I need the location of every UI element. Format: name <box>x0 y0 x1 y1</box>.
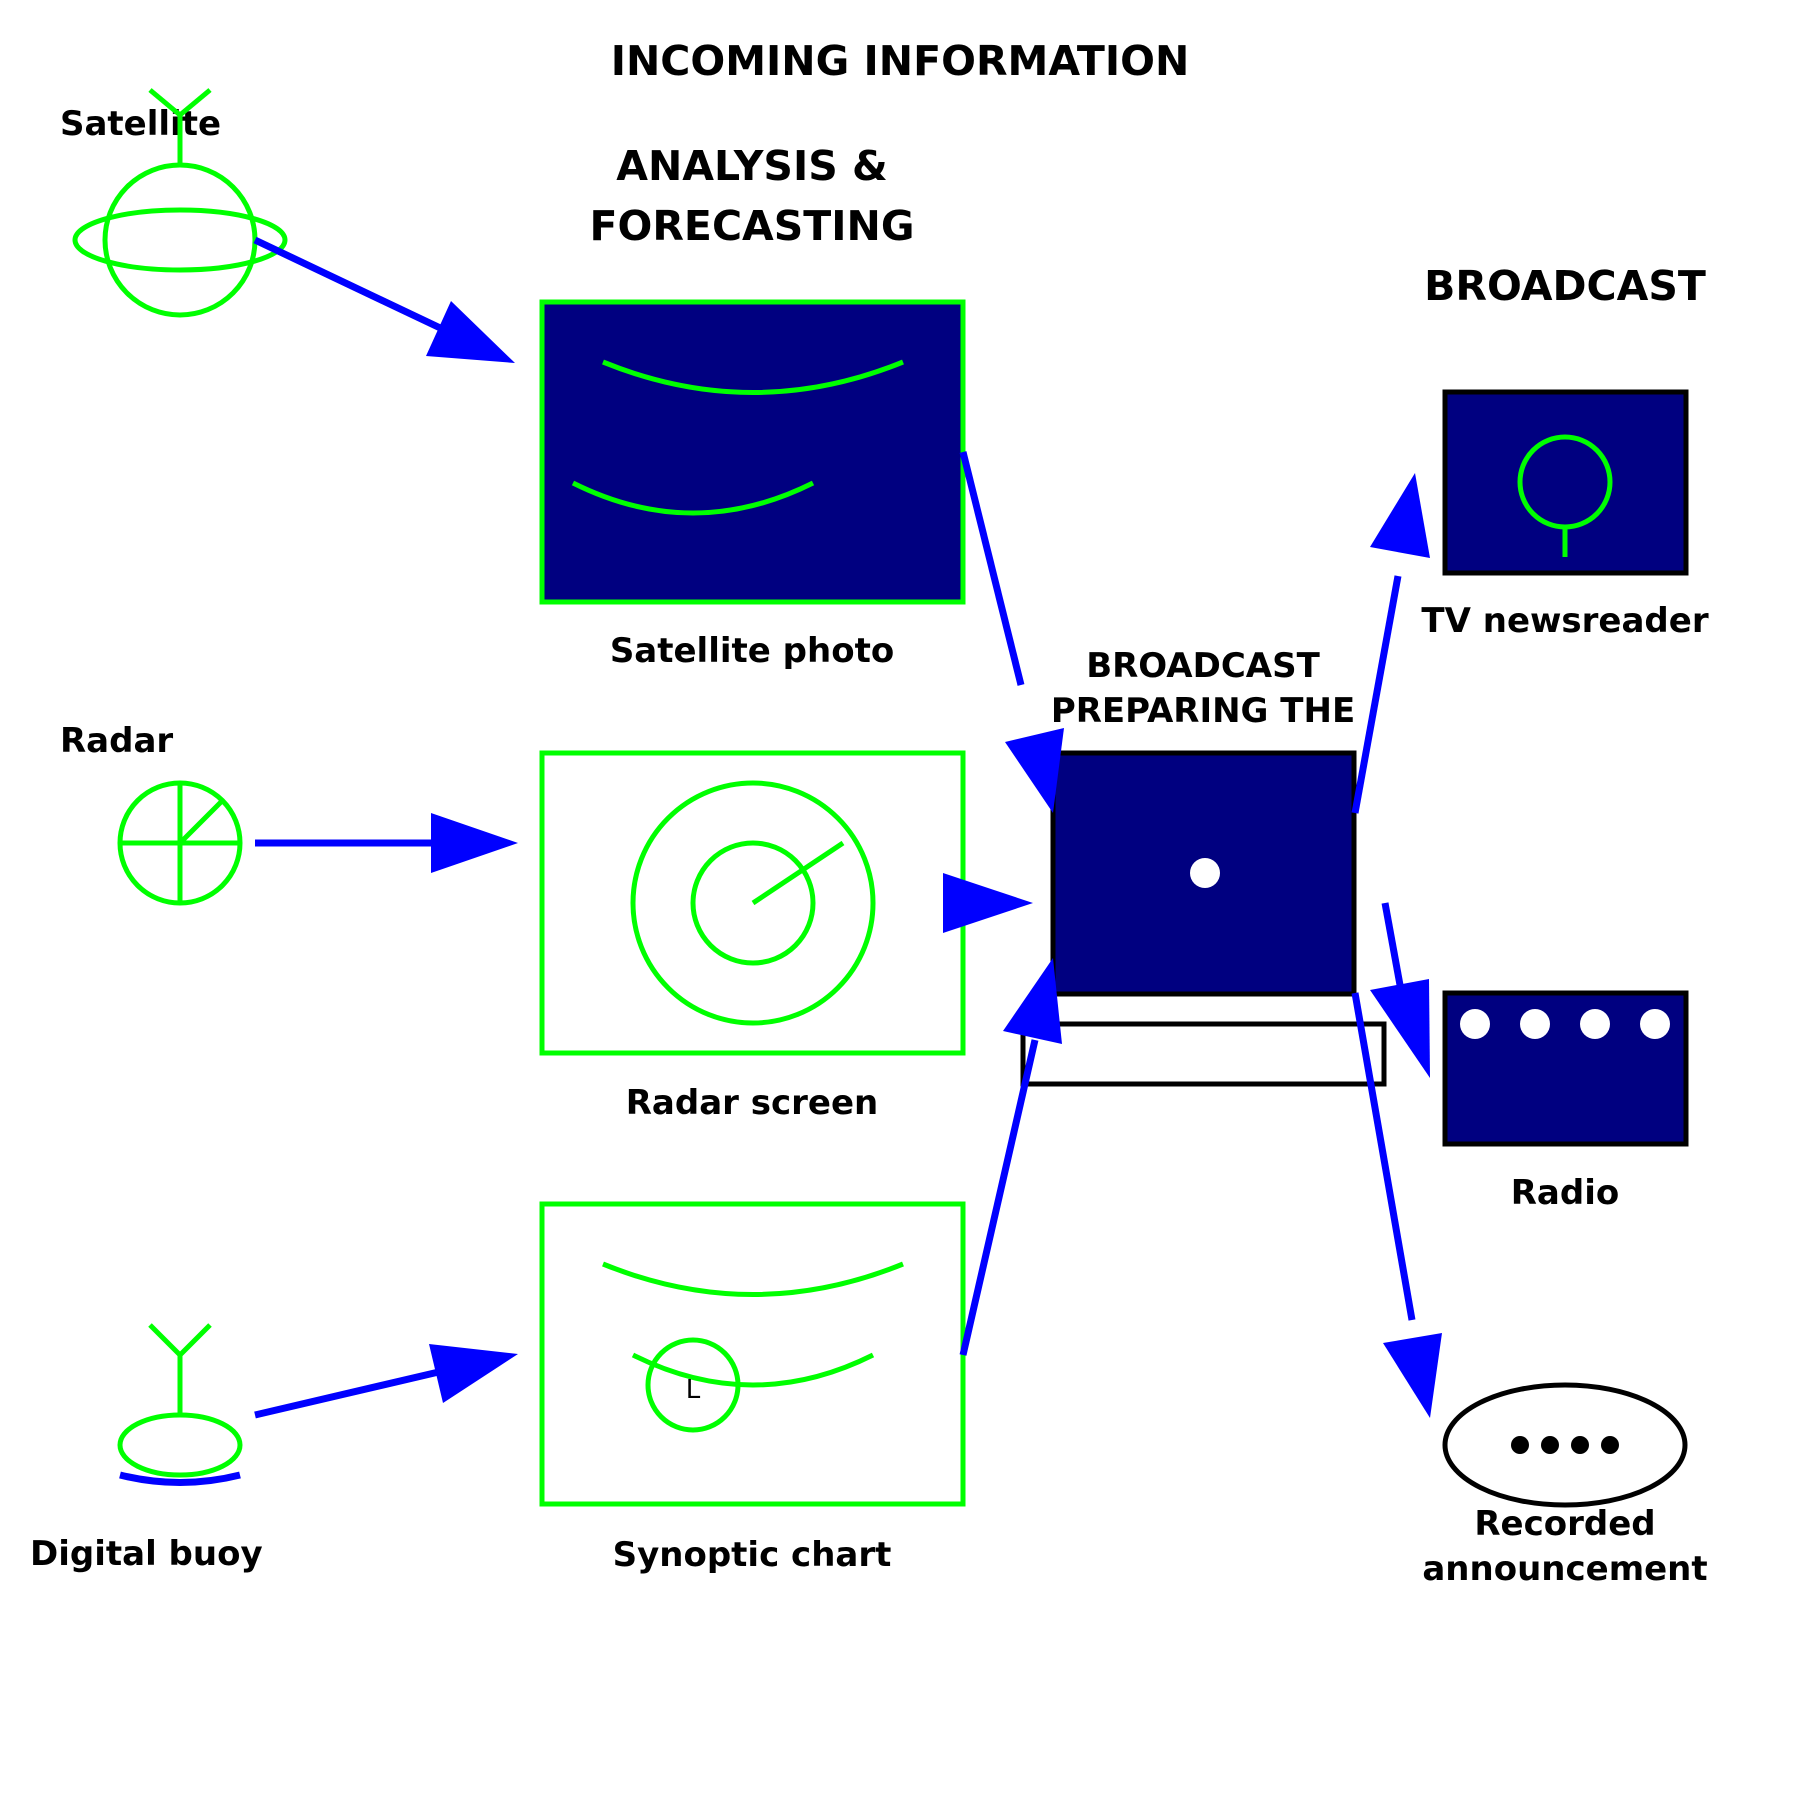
label-digital-buoy: Digital buoy <box>30 1534 263 1574</box>
header-incoming-information: INCOMING INFORMATION <box>611 37 1190 85</box>
computer-screen-dot <box>1190 858 1220 888</box>
radar-screen-panel <box>539 750 966 1056</box>
arrow-screen-to-computer <box>943 873 1033 933</box>
flow-arrows <box>253 236 1442 1419</box>
header-analysis-line1: ANALYSIS & <box>616 142 888 190</box>
label-radar: Radar <box>60 721 173 761</box>
broadcast-computer <box>1020 750 1387 1087</box>
arrow-chart-to-computer <box>959 958 1062 1356</box>
radio-icon <box>1442 990 1689 1147</box>
satellite-icon <box>72 88 288 318</box>
label-satellite: Satellite <box>60 104 221 144</box>
label-recorded-line2: announcement <box>1422 1549 1707 1589</box>
synoptic-chart-panel <box>539 1201 966 1507</box>
arrow-radar-to-screen <box>255 813 518 873</box>
label-tv-newsreader: TV newsreader <box>1421 601 1708 641</box>
header-preparing-line2: PREPARING THE <box>1051 691 1355 731</box>
label-radar-screen: Radar screen <box>626 1083 879 1123</box>
radar-icon <box>117 780 243 906</box>
label-synoptic-chart: Synoptic chart <box>613 1535 892 1575</box>
label-radio: Radio <box>1511 1173 1619 1213</box>
arrow-photo-to-computer <box>959 451 1064 813</box>
arrow-computer-to-tv <box>1351 473 1430 814</box>
header-preparing-line1: BROADCAST <box>1086 646 1320 686</box>
arrow-buoy-to-chart <box>254 1344 518 1419</box>
label-recorded-line1: Recorded <box>1474 1504 1655 1544</box>
header-broadcast: BROADCAST <box>1424 262 1706 310</box>
satellite-photo-panel <box>539 299 966 605</box>
arrow-computer-to-recorded <box>1351 992 1442 1418</box>
computer-keyboard <box>1020 1021 1387 1087</box>
label-satellite-photo: Satellite photo <box>610 631 894 671</box>
recorded-announcement-icon <box>1442 1382 1688 1508</box>
header-analysis-line2: FORECASTING <box>590 202 915 250</box>
arrow-computer-to-radio <box>1370 902 1430 1078</box>
low-pressure-marker: L <box>686 1375 701 1405</box>
buoy-icon <box>117 1323 243 1486</box>
arrow-satellite-to-photo <box>253 236 515 363</box>
tv-newsreader-screen <box>1442 389 1689 576</box>
